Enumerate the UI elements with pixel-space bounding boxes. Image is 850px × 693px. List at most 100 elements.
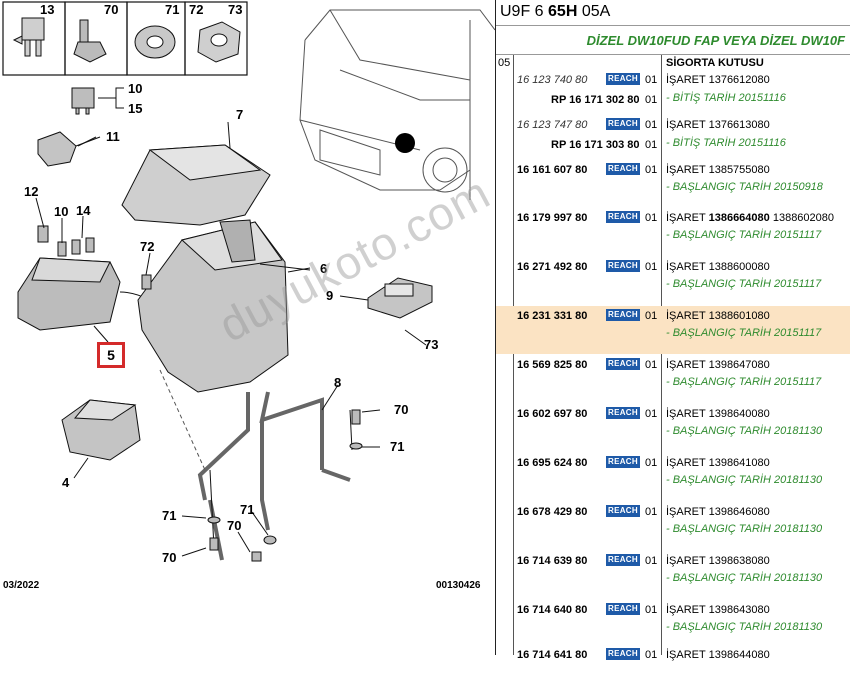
part-description: İŞARET 1386664080 1388602080 <box>666 212 834 224</box>
reach-badge: REACH <box>606 118 640 130</box>
quantity: 01 <box>645 261 658 273</box>
parts-list-panel: U9F 6 65H 05A DİZEL DW10FUD FAP VEYA DİZ… <box>495 0 850 661</box>
part-description: İŞARET 1376613080 <box>666 119 770 131</box>
relay-icon <box>71 87 95 115</box>
part-number[interactable]: 16 161 607 80 <box>517 164 588 176</box>
label-73-mid: 73 <box>424 337 439 352</box>
reach-badge: REACH <box>606 358 640 370</box>
quantity: 01 <box>645 212 658 224</box>
part-row[interactable]: 16 123 747 80 REACH 01 İŞARET 1376613080 - B… <box>496 115 850 159</box>
reach-badge: REACH <box>606 456 640 468</box>
callout-5[interactable]: 5 <box>97 342 125 368</box>
column-divider <box>513 55 514 655</box>
label-6: 6 <box>320 261 328 276</box>
part-description: İŞARET 1398640080 <box>666 408 770 420</box>
part-number[interactable]: 16 714 641 80 <box>517 649 588 661</box>
row-divider <box>496 54 850 55</box>
bottom-cover <box>61 399 141 461</box>
label-70-bottom: 70 <box>227 518 242 533</box>
reach-badge: REACH <box>606 407 640 419</box>
reach-badge: REACH <box>606 260 640 272</box>
part-description: İŞARET 1398641080 <box>666 457 770 469</box>
replacement-part-number[interactable]: RP 16 171 303 80 <box>551 139 640 151</box>
part-number[interactable]: 16 695 624 80 <box>517 457 588 469</box>
date-note: - BAŞLANGIÇ TARİH 20181130 <box>666 572 823 584</box>
fuse-box-location-marker <box>395 133 415 153</box>
quantity: 01 <box>645 310 658 322</box>
part-description: İŞARET 1398646080 <box>666 506 770 518</box>
quantity: 01 <box>645 164 658 176</box>
part-number[interactable]: 16 714 640 80 <box>517 604 588 616</box>
quantity: 01 <box>645 506 658 518</box>
fuse-box <box>17 225 151 331</box>
part-row[interactable]: 16 602 697 80 REACH 01 İŞARET 1398640080 - B… <box>496 404 850 452</box>
label-72-mid: 72 <box>140 239 155 254</box>
reach-badge: REACH <box>606 211 640 223</box>
label-70-right: 70 <box>394 402 409 417</box>
label-14: 14 <box>76 203 91 218</box>
reach-badge: REACH <box>606 309 640 321</box>
reach-badge: REACH <box>606 163 640 175</box>
part-number[interactable]: 16 231 331 80 <box>517 310 588 322</box>
engine-banner: DİZEL DW10FUD FAP VEYA DİZEL DW10F <box>586 33 845 48</box>
replacement-part-number[interactable]: RP 16 171 302 80 <box>551 94 640 106</box>
model-code-header: U9F 6 65H 05A <box>496 0 850 26</box>
diagram-date: 03/2022 <box>3 580 40 591</box>
label-11: 11 <box>106 129 120 144</box>
model-code-bold: 65H <box>548 3 578 20</box>
label-8: 8 <box>334 375 342 390</box>
quantity: 01 <box>645 604 658 616</box>
part-description: İŞARET 1398638080 <box>666 555 770 567</box>
leader-lines <box>35 136 381 557</box>
part-number[interactable]: 16 714 639 80 <box>517 555 588 567</box>
label-71-left: 71 <box>162 508 177 523</box>
replacement-row[interactable]: RP 16 171 303 80 01 <box>496 135 850 155</box>
part-description: İŞARET 1398643080 <box>666 604 770 616</box>
part-number[interactable]: 16 123 740 80 <box>517 74 588 86</box>
label-4: 4 <box>62 475 70 490</box>
part-number[interactable]: 16 179 997 80 <box>517 212 588 224</box>
part-number[interactable]: 16 602 697 80 <box>517 408 588 420</box>
clip-icon <box>141 274 152 290</box>
bolt-icon <box>73 19 107 63</box>
label-9: 9 <box>326 288 334 303</box>
part-row[interactable]: 16 179 997 80 REACH 01 İŞARET 1386664080 13… <box>496 208 850 256</box>
reach-badge: REACH <box>606 554 640 566</box>
group-title: SİGORTA KUTUSU <box>666 57 764 69</box>
date-note: - BİTİŞ TARİH 20151116 <box>666 137 786 149</box>
part-description: İŞARET 1385755080 <box>666 164 770 176</box>
label-13: 13 <box>40 2 55 17</box>
reach-badge: REACH <box>606 603 640 615</box>
part-description: İŞARET 1388600080 <box>666 261 770 273</box>
part-number[interactable]: 16 123 747 80 <box>517 119 588 131</box>
date-note: - BAŞLANGIÇ TARİH 20181130 <box>666 523 823 535</box>
nut-icon <box>197 21 241 63</box>
quantity: 01 <box>645 139 658 151</box>
part-number[interactable]: 16 271 492 80 <box>517 261 588 273</box>
label-72-top: 72 <box>189 2 204 17</box>
quantity: 01 <box>645 119 658 131</box>
date-note: - BAŞLANGIÇ TARİH 20181130 <box>666 474 823 486</box>
desc-bold-code: 1386664080 <box>708 212 770 224</box>
reach-badge: REACH <box>606 648 640 660</box>
quantity: 01 <box>645 649 658 661</box>
part-description: İŞARET 1388601080 <box>666 310 770 322</box>
date-note: - BAŞLANGIÇ TARİH 20181130 <box>666 425 823 437</box>
part-row[interactable]: 16 714 639 80 REACH 01 İŞARET 1398638080 - B… <box>496 551 850 599</box>
quantity: 01 <box>645 408 658 420</box>
quantity: 01 <box>645 555 658 567</box>
part-description: İŞARET 1376612080 <box>666 74 770 86</box>
part-number[interactable]: 16 569 825 80 <box>517 359 588 371</box>
support-bracket <box>197 391 351 561</box>
part-number[interactable]: 16 678 429 80 <box>517 506 588 518</box>
